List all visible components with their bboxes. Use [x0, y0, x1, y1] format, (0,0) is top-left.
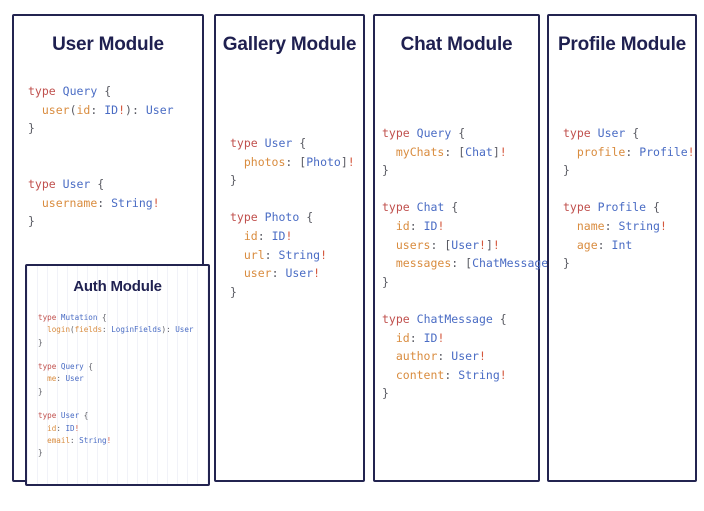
module-card-gallery[interactable]: Gallery Module type User { photos: [Phot…	[214, 14, 365, 482]
module-title-profile: Profile Module	[557, 34, 687, 55]
module-title-auth: Auth Module	[73, 278, 162, 295]
code-block-profile: type User { profile: Profile! } type Pro…	[563, 126, 695, 271]
module-title-chat: Chat Module	[400, 34, 513, 55]
code-block-user: type Query { user(id: ID!): User } type …	[28, 84, 174, 229]
module-title-gallery: Gallery Module	[222, 34, 357, 55]
module-card-user[interactable]: User Module type Query { user(id: ID!): …	[12, 14, 210, 486]
module-card-profile[interactable]: Profile Module type User { profile: Prof…	[547, 14, 697, 482]
module-title-user: User Module	[52, 34, 164, 55]
code-block-auth: type Mutation { login(fields: LoginField…	[38, 313, 194, 458]
module-card-auth[interactable]: Auth Module type Mutation { login(fields…	[25, 264, 210, 486]
module-card-chat[interactable]: Chat Module type Query { myChats: [Chat]…	[373, 14, 562, 482]
code-block-gallery: type User { photos: [Photo]! } type Phot…	[230, 136, 355, 299]
code-block-chat: type Query { myChats: [Chat]! } type Cha…	[382, 126, 562, 401]
